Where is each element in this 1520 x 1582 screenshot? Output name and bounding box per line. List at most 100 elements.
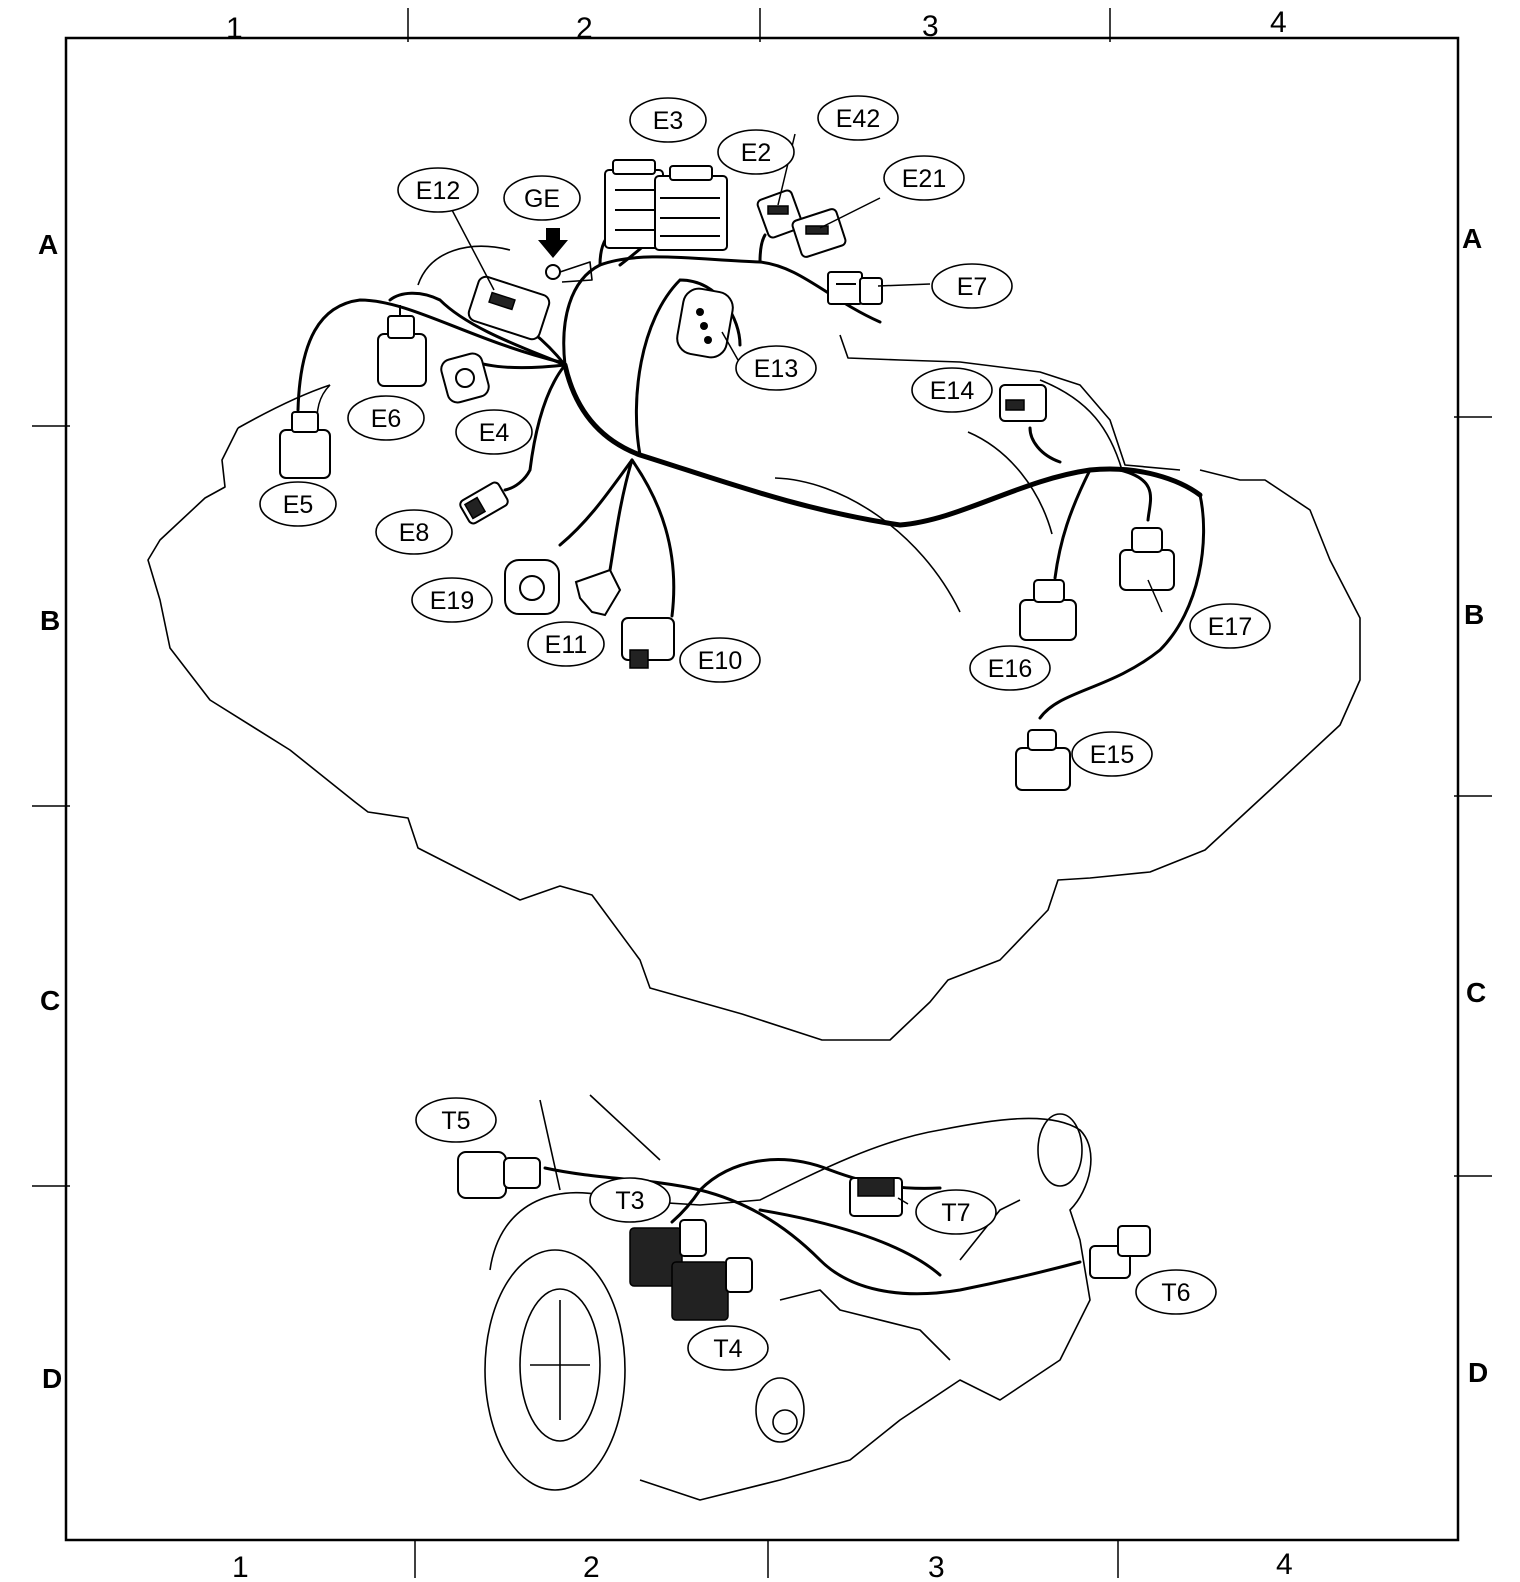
e42-connector-icon [756,189,804,239]
engine-top-cover-edge [237,384,331,429]
callout-label: E14 [930,377,975,405]
callout-label: T3 [615,1187,644,1215]
col-label-top-1: 1 [226,12,243,45]
callout-E16: E16 [969,645,1051,691]
e5-connector-icon [279,411,331,479]
callout-E13: E13 [735,345,817,391]
callout-label: E17 [1208,613,1252,641]
e2-connector-icon [654,165,728,251]
col-label-bottom-1: 1 [232,1551,249,1582]
callout-label: E15 [1090,741,1134,769]
callout-label: E2 [741,139,772,167]
e17-connector-icon [1119,527,1175,591]
callout-E2: E2 [717,129,795,175]
t7-connector-icon [849,1177,903,1217]
engine-inner-curve-2 [967,431,1053,535]
callout-label: T5 [441,1107,470,1135]
t6-connector-icon [1089,1225,1151,1279]
right-row-ticks [1454,416,1492,1177]
callout-E8: E8 [375,509,453,555]
callout-E15: E15 [1071,731,1153,777]
callout-T4: T4 [687,1325,769,1371]
callout-E7: E7 [931,263,1013,309]
callout-label: T6 [1161,1279,1190,1307]
leader-lines [451,133,1163,1205]
top-column-ticks [407,8,1111,42]
callout-E4: E4 [455,409,533,455]
row-label-left-D: D [42,1363,62,1394]
engine-inner-curve-3 [1039,379,1123,471]
engine-right-top-edge [839,334,1181,471]
transmission-outline [484,1094,1092,1501]
callout-label: E3 [653,107,684,135]
e10-connector-icon [621,617,675,669]
callout-GE: GE [503,175,581,221]
e19-connector-icon [504,559,560,615]
callout-E10: E10 [679,637,761,683]
col-label-top-4: 4 [1270,6,1287,39]
callout-label: E21 [902,165,946,193]
col-label-top-3: 3 [922,10,939,43]
e15-connector-icon [1015,729,1071,791]
callout-label: T7 [941,1199,970,1227]
left-row-ticks [32,425,70,1187]
t3-connector-icon [629,1219,707,1287]
e3-connector-icon [604,159,664,249]
row-label-left-B: B [40,605,60,636]
callout-label: T4 [713,1335,742,1363]
e14-connector-icon [999,384,1047,422]
t5-connector-icon [457,1151,541,1199]
callout-label: E4 [479,419,510,447]
callout-label: E6 [371,405,402,433]
callout-T7: T7 [915,1189,997,1235]
diagram-frame [64,36,1460,1542]
engine-inner-curve-1 [774,477,961,613]
callout-T3: T3 [589,1177,671,1223]
callout-E12: E12 [397,167,479,213]
col-label-bottom-3: 3 [928,1551,945,1582]
callout-label: E12 [416,177,460,205]
row-label-right-D: D [1468,1357,1488,1388]
e8-connector-icon [459,481,509,525]
e12-connector-icon [467,275,551,341]
callout-E19: E19 [411,577,493,623]
callout-E5: E5 [259,481,337,527]
e6-connector-icon [377,305,427,387]
col-label-bottom-2: 2 [583,1551,600,1582]
callout-label: E7 [957,273,988,301]
callout-label: E42 [836,105,880,133]
callout-E3: E3 [629,97,707,143]
callout-E21: E21 [883,155,965,201]
callout-label: GE [524,185,560,213]
ge-ground-arrow-icon [538,228,568,258]
bottom-column-ticks [414,1540,1119,1578]
col-label-top-2: 2 [576,12,593,45]
col-label-bottom-4: 4 [1276,1548,1293,1581]
callout-T6: T6 [1135,1269,1217,1315]
ge-ground-terminal-icon [545,264,561,280]
row-label-left-C: C [40,985,60,1016]
e4-connector-icon [440,352,490,404]
callout-E14: E14 [911,367,993,413]
callout-label: E8 [399,519,430,547]
engine-harness [296,226,1206,720]
e16-connector-icon [1019,579,1077,641]
callout-E42: E42 [817,95,899,141]
e11-connector-icon [574,568,622,617]
engine-outline [147,427,1361,1041]
callout-T5: T5 [415,1097,497,1143]
callout-label: E5 [283,491,314,519]
callout-E11: E11 [527,621,605,667]
t4-connector-icon [671,1257,753,1321]
callout-label: E19 [430,587,474,615]
row-label-right-C: C [1466,977,1486,1008]
callout-E17: E17 [1189,603,1271,649]
callout-E6: E6 [347,395,425,441]
row-label-right-B: B [1464,599,1484,630]
engine-cover-left-curve [417,245,511,286]
e13-connector-icon [676,287,734,359]
callout-label: E11 [545,631,588,659]
row-label-right-A: A [1462,223,1482,254]
row-label-left-A: A [38,229,58,260]
